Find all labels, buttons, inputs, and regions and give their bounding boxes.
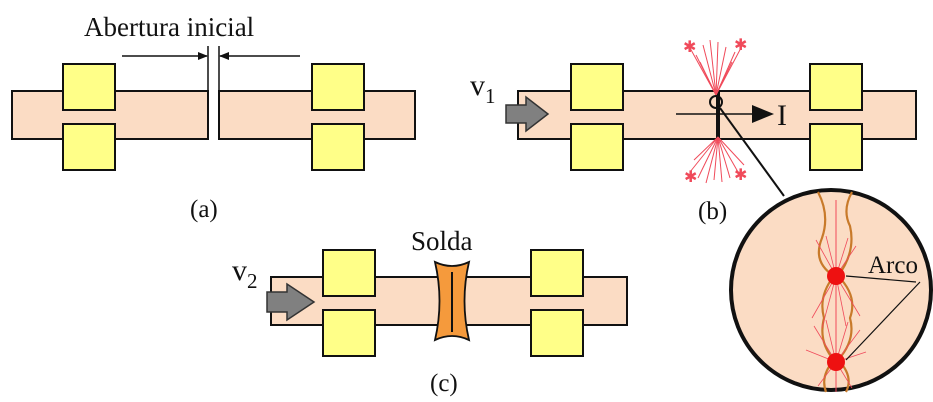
electrode-top-left bbox=[62, 63, 116, 111]
electrode-bottom-left bbox=[62, 123, 116, 171]
panel-c-label: (c) bbox=[430, 370, 458, 397]
spark-star-icon: ✱ bbox=[683, 37, 696, 56]
electrode-bottom-right-b bbox=[809, 123, 863, 171]
arc-spot-upper bbox=[827, 267, 845, 285]
electrode-top-left-b bbox=[570, 63, 624, 111]
electrode-bottom-left-c bbox=[322, 309, 376, 357]
velocity-2-label: v2 bbox=[232, 254, 258, 293]
panel-b-label: (b) bbox=[698, 198, 727, 225]
electrode-bottom-right bbox=[311, 123, 365, 171]
electrode-bottom-left-b bbox=[570, 123, 624, 171]
sparks-bottom bbox=[689, 136, 745, 184]
arc-leader-upper bbox=[845, 275, 917, 283]
panel-c: v2 Solda (c) bbox=[232, 226, 628, 397]
spark-star-icon: ✱ bbox=[734, 165, 747, 184]
zoom-source-marker bbox=[709, 95, 723, 109]
spark-star-icon: ✱ bbox=[734, 35, 747, 54]
current-arrowhead-icon bbox=[752, 105, 774, 123]
push-arrow-icon bbox=[266, 282, 316, 322]
arc-leader-lower bbox=[845, 281, 921, 361]
spark-star-icon: ✱ bbox=[684, 167, 697, 186]
push-arrow-icon bbox=[505, 95, 550, 133]
arc-label: Arco bbox=[868, 252, 918, 279]
panel-a: Abertura inicial (a) bbox=[11, 12, 416, 223]
panel-b: ✱ ✱ ✱ ✱ v1 I (b) bbox=[470, 35, 917, 225]
arc-zoom: Arco bbox=[709, 95, 933, 393]
electrode-top-left-c bbox=[322, 249, 376, 297]
electrode-bottom-right-c bbox=[530, 309, 584, 357]
zoom-circle bbox=[729, 188, 933, 392]
zoom-leader-line bbox=[719, 107, 785, 197]
panel-a-label: (a) bbox=[190, 196, 218, 223]
electrode-top-right bbox=[311, 63, 365, 111]
weld-label: Solda bbox=[411, 226, 473, 256]
electrode-top-right-c bbox=[530, 249, 584, 297]
arc-spot-lower bbox=[827, 353, 845, 371]
initial-gap-label: Abertura inicial bbox=[84, 12, 254, 42]
velocity-1-label: v1 bbox=[470, 69, 496, 108]
electrode-top-right-b bbox=[809, 63, 863, 111]
sparks-top bbox=[689, 39, 743, 96]
current-label: I bbox=[777, 99, 787, 132]
